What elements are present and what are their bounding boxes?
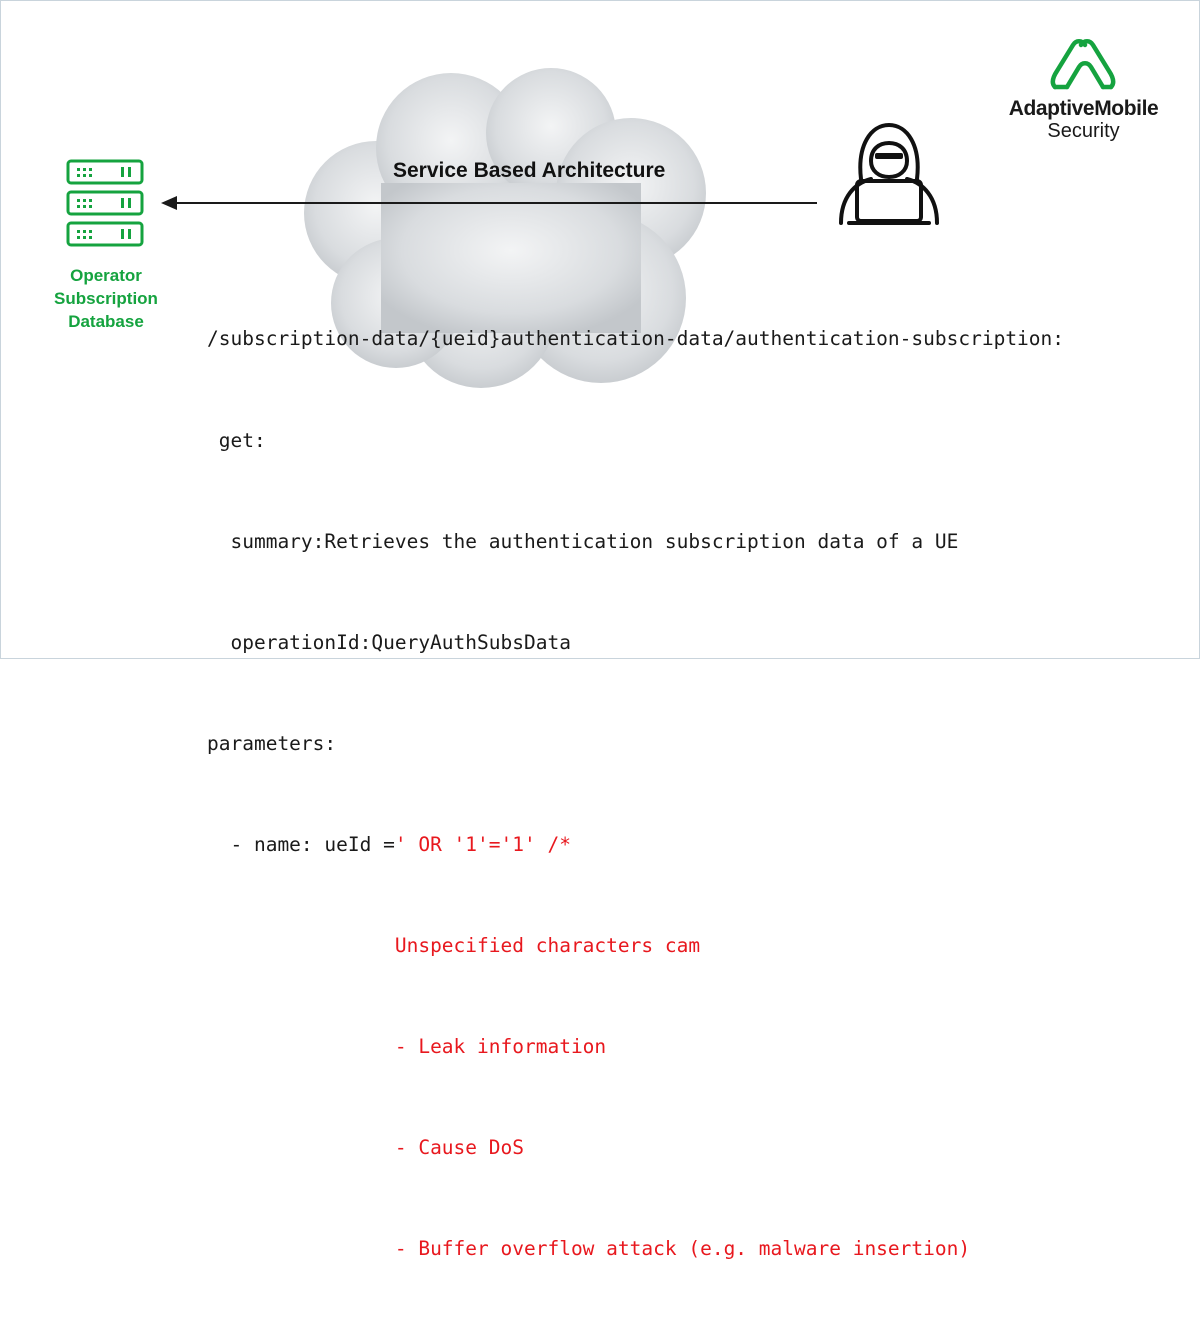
code-line-get: get: (207, 428, 266, 452)
request-arrow (161, 196, 817, 210)
code-line-risk: - Buffer overflow attack (e.g. malware i… (207, 1232, 1064, 1266)
database-label-line: Operator (70, 266, 142, 285)
injection-payload: ' OR '1'='1' /* (394, 832, 571, 856)
database-label: Operator Subscription Database (41, 264, 171, 333)
risk-item: - Leak information (394, 1035, 607, 1059)
database-label-line: Subscription (54, 289, 158, 308)
risk-item: - Cause DoS (394, 1136, 524, 1160)
code-line-summary: summary:Retrieves the authentication sub… (207, 529, 959, 553)
code-line-path: /subscription-data/{ueid}authentication-… (207, 327, 1065, 351)
api-spec-code-block: /subscription-data/{ueid}authentication-… (207, 255, 1064, 1318)
param-name-text: - name: ueId = (207, 832, 395, 856)
risk-item: - Buffer overflow attack (e.g. malware i… (394, 1237, 971, 1261)
diagram-frame: Service Based Architecture Operator Subs… (0, 0, 1200, 1260)
code-line-note: Unspecified characters cam (207, 929, 1064, 963)
adaptivemobile-logo: AdaptiveMobile Security (1001, 37, 1166, 143)
cloud-label: Service Based Architecture (393, 159, 666, 182)
code-line-parameters: parameters: (207, 731, 337, 755)
logo-text-primary: AdaptiveMobile (1008, 97, 1159, 120)
injection-note: Unspecified characters cam (394, 933, 701, 957)
database-label-line: Database (68, 312, 144, 331)
code-line-param-name: - name: ueId =' OR '1'='1' /* (207, 828, 1064, 862)
logo-text-secondary: Security (1047, 120, 1120, 142)
logo-mark-icon (1050, 39, 1116, 90)
hacker-laptop-icon (839, 123, 939, 225)
code-line-risk: - Cause DoS (207, 1131, 1064, 1165)
server-rack-icon (66, 159, 144, 247)
code-line-operation-id: operationId:QueryAuthSubsData (207, 630, 571, 654)
code-line-risk: - Leak information (207, 1030, 1064, 1064)
cloud-shape (304, 68, 706, 388)
